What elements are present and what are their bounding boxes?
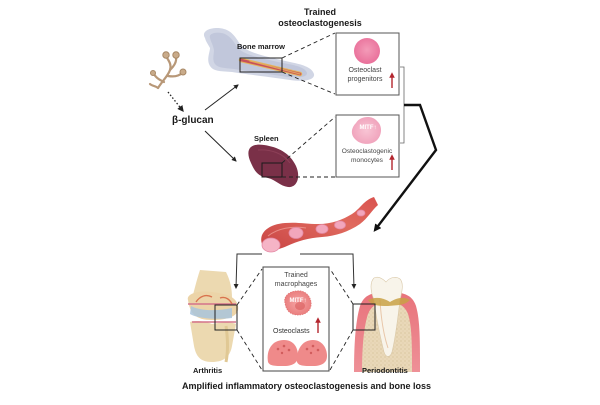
fungus-to-glucan-arrow (167, 91, 184, 113)
monocytes-label: Osteoclastogenic monocytes (334, 148, 400, 165)
zoom-line (329, 329, 354, 371)
arthritis-label: Arthritis (193, 366, 223, 375)
monocytes-label-line-2: monocytes (351, 156, 383, 164)
top-title: Trained osteoclastogenesis (265, 7, 375, 29)
osteoclast-cells-icon (267, 340, 327, 366)
zoom-line (281, 71, 336, 95)
periodontitis-label: Periodontitis (362, 366, 408, 375)
macrophage-cell-icon (284, 290, 312, 316)
bone-marrow-label: Bone marrow (237, 42, 285, 51)
bone-marrow-zoom-box (239, 57, 283, 73)
bracket (400, 66, 405, 144)
zoom-line (329, 268, 354, 305)
monocyte-mitf-marker: MITF↑ (359, 125, 377, 131)
progenitors-label-line-1: Osteoclast (348, 67, 382, 74)
macrophages-label: Trained macrophages (265, 272, 327, 289)
femur-bone-icon (203, 28, 315, 81)
macrophages-label-line-2: macrophages (274, 280, 318, 288)
spleen-label: Spleen (254, 134, 279, 143)
progenitors-label-line-2: progenitors (347, 75, 383, 83)
macrophage-mitf-marker: MITF↑ (289, 298, 307, 304)
zoom-line (281, 116, 336, 164)
spleen-icon (248, 144, 299, 188)
zoom-line (281, 32, 336, 59)
blood-vessel-icon (261, 197, 378, 253)
glucan-to-spleen-arrow (204, 130, 237, 162)
beta-glucan-label: β-glucan (172, 115, 214, 126)
progenitors-label: Osteoclast progenitors (337, 67, 393, 84)
bottom-caption: Amplified inflammatory osteoclastogenesi… (182, 381, 432, 391)
monocytes-inset-box (335, 114, 400, 178)
monocyte-cell-icon (351, 117, 382, 144)
knee-joint-icon (187, 270, 239, 363)
progenitor-cell-icon (354, 38, 380, 64)
osteoclasts-label: Osteoclasts (273, 328, 310, 335)
periodontitis-zoom-box (352, 303, 376, 331)
tooth-icon (354, 276, 420, 372)
to-circulation-arrow (373, 103, 438, 232)
to-arthritis-arrow (233, 253, 262, 289)
to-periodontitis-arrow (300, 253, 357, 289)
monocytes-label-line-1: Osteoclastogenic (341, 148, 393, 155)
top-title-line-2: osteoclastogenesis (278, 18, 362, 28)
macrophages-label-line-1: Trained (284, 272, 308, 279)
arthritis-zoom-box (214, 304, 238, 331)
zoom-line (236, 268, 263, 306)
glucan-to-bone-marrow-arrow (204, 84, 239, 111)
zoom-line (236, 329, 263, 371)
top-title-line-1: Trained (303, 7, 336, 17)
spleen-zoom-box (261, 162, 283, 178)
fungus-icon (148, 51, 187, 90)
